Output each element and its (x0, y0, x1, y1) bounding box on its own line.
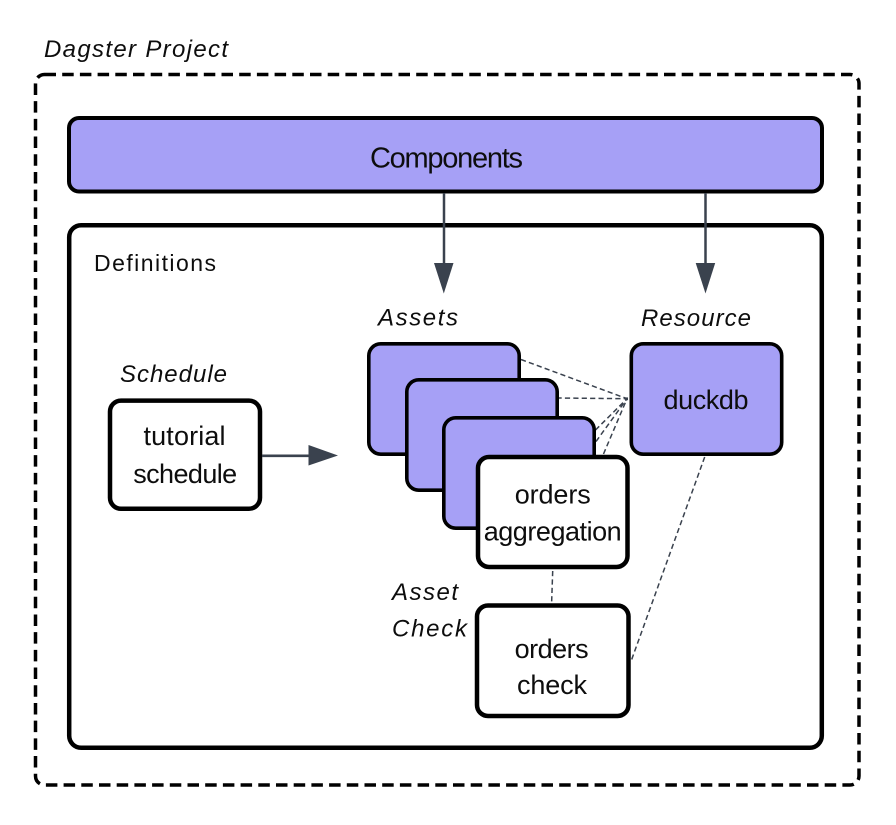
svg-text:Dagster Project: Dagster Project (44, 36, 229, 63)
svg-text:orders: orders (515, 480, 591, 510)
svg-text:tutorial: tutorial (144, 421, 226, 451)
svg-text:check: check (517, 670, 588, 700)
svg-text:Assets: Assets (376, 305, 458, 332)
svg-text:Components: Components (370, 143, 523, 175)
svg-text:Resource: Resource (641, 305, 751, 332)
svg-text:orders: orders (515, 634, 589, 664)
svg-text:Check: Check (392, 616, 469, 643)
svg-text:Asset: Asset (390, 579, 459, 606)
svg-text:Definitions: Definitions (94, 250, 216, 276)
svg-text:aggregation: aggregation (484, 517, 622, 547)
svg-text:schedule: schedule (133, 459, 237, 489)
svg-text:duckdb: duckdb (664, 385, 749, 415)
svg-text:Schedule: Schedule (120, 361, 227, 388)
